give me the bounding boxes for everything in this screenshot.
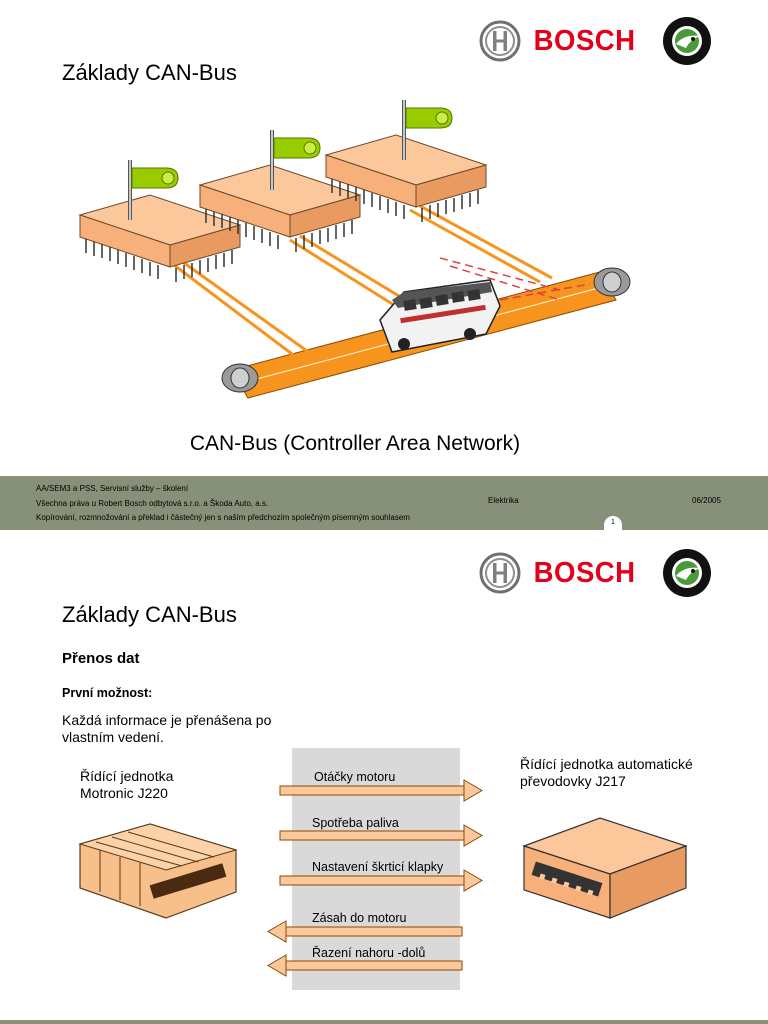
signal-wires: [439, 257, 591, 301]
arrow-left-icon: [267, 954, 463, 977]
bus-vehicle-icon: [379, 279, 501, 353]
logo-row: BOSCH: [479, 548, 712, 598]
arrow-left-icon: [267, 920, 463, 943]
skoda-logo-icon: [663, 17, 711, 65]
arrow-right-icon: [279, 869, 483, 892]
ecu-box-icon: [522, 817, 688, 919]
ecu-box-icon: [78, 823, 238, 919]
message-label: Řazení nahoru -dolů: [312, 946, 426, 960]
description: Každá informace je přenášena po vlastním…: [62, 712, 272, 745]
ecu-left-label: Řídící jednotka Motronic J220: [80, 768, 174, 801]
bosch-armature-logo-icon: [479, 20, 521, 62]
bosch-wordmark: BOSCH: [533, 24, 636, 57]
message-label: Otáčky motoru: [314, 770, 396, 784]
option-heading: První možnost:: [62, 686, 153, 700]
bosch-wordmark: BOSCH: [533, 556, 636, 589]
message-label: Nastavení škrticí klapky: [312, 860, 444, 874]
bottom-bar: [0, 1020, 768, 1024]
footer-section: Elektrika: [488, 496, 519, 505]
footer-line-3: Kopírování, rozmnožování a překlad i čás…: [36, 513, 410, 522]
slide-title: Základy CAN-Bus: [62, 602, 237, 627]
footer-page-number: 1: [604, 516, 622, 530]
slide-caption: CAN-Bus (Controller Area Network): [189, 432, 521, 455]
bosch-armature-logo-icon: [479, 552, 521, 594]
can-bus-illustration: [79, 98, 631, 399]
slide-title: Základy CAN-Bus: [62, 60, 237, 85]
footer-line-1: AA/SEM3 a PSS, Servisní služby – školení: [36, 484, 189, 493]
logo-row: BOSCH: [479, 16, 712, 66]
message-label: Zásah do motoru: [312, 911, 407, 925]
subheading: Přenos dat: [62, 650, 140, 667]
slide-footer: AA/SEM3 a PSS, Servisní služby – školení…: [0, 476, 768, 530]
chip-wires: [169, 204, 553, 362]
roller-right: [593, 267, 631, 297]
ecu-right-label: Řídící jednotka automatické převodovky J…: [520, 756, 693, 789]
footer-line-2: Všechna práva u Robert Bosch odbytová s.…: [36, 498, 269, 508]
skoda-logo-icon: [663, 549, 711, 597]
roller-left: [221, 363, 259, 393]
footer-date: 06/2005: [692, 496, 721, 505]
transmission-diagram: [78, 779, 688, 977]
message-label: Spotřeba paliva: [312, 816, 399, 830]
footer-legal: AA/SEM3 a PSS, Servisní služby – školení…: [36, 482, 410, 526]
arrow-right-icon: [279, 824, 483, 847]
slide-1: BOSCH Základy CAN-Bus: [0, 16, 768, 530]
arrow-right-icon: [279, 779, 483, 802]
slide-2: BOSCH Základy CAN-Bus Přenos dat První m…: [0, 532, 768, 1024]
